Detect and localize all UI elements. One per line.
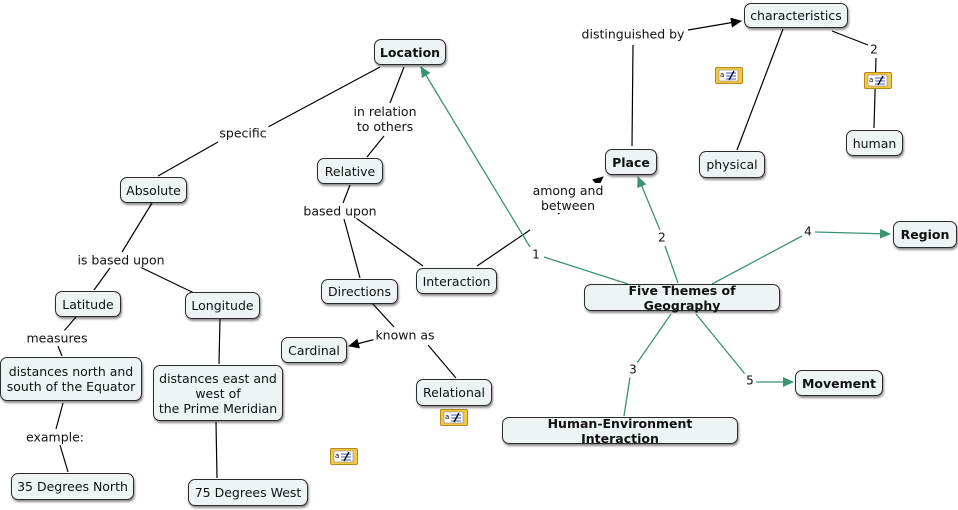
node-distances-north-south[interactable]: distances north and south of the Equator <box>0 357 142 401</box>
node-absolute[interactable]: Absolute <box>120 177 187 203</box>
svg-text:a: a <box>445 413 449 421</box>
node-characteristics[interactable]: characteristics <box>744 3 848 28</box>
link-specific-absolute <box>157 141 219 177</box>
note-icon[interactable]: a <box>715 67 743 84</box>
link-measures-distns <box>57 345 63 357</box>
link-longitude-distew <box>218 317 221 365</box>
link-two-human <box>873 57 877 129</box>
link-absolute-isbased <box>121 202 153 253</box>
node-movement[interactable]: Movement <box>795 370 883 396</box>
link-basedupon-interaction <box>355 217 424 267</box>
label-theme-5: 5 <box>744 373 756 389</box>
link-isbased-longitude <box>139 266 195 294</box>
node-distances-east-west[interactable]: distances east and west of the Prime Mer… <box>153 365 283 421</box>
link-knownas-relational <box>427 344 457 379</box>
link-two-place <box>637 176 661 231</box>
link-basedupon-directions <box>343 218 361 279</box>
svg-text:a: a <box>720 71 724 79</box>
svg-text:a: a <box>869 76 873 84</box>
node-human-environment[interactable]: Human-Environment Interaction <box>502 416 738 446</box>
label-theme-4: 4 <box>802 224 814 240</box>
label-two-characteristics: 2 <box>868 42 880 58</box>
label-example: example: <box>23 429 87 445</box>
link-latitude-measures <box>63 316 77 332</box>
node-interaction[interactable]: Interaction <box>416 268 497 294</box>
link-interaction-among <box>476 229 531 267</box>
label-based-upon: based upon <box>301 203 379 219</box>
node-directions[interactable]: Directions <box>321 279 398 304</box>
node-75-degrees-west[interactable]: 75 Degrees West <box>188 479 308 506</box>
node-human[interactable]: human <box>846 130 903 156</box>
label-theme-3: 3 <box>627 362 639 378</box>
note-icon[interactable]: a <box>330 448 358 465</box>
link-one-location <box>420 66 531 248</box>
node-location[interactable]: Location <box>374 39 446 65</box>
note-icon[interactable]: a <box>864 72 892 89</box>
node-35-degrees-north[interactable]: 35 Degrees North <box>11 473 134 500</box>
link-distew-degwest <box>215 421 218 479</box>
node-physical[interactable]: physical <box>699 151 765 178</box>
link-five-four <box>711 235 803 285</box>
label-distinguished-by: distinguished by <box>579 26 687 42</box>
link-three-humanenv <box>623 376 631 417</box>
label-known-as: known as <box>373 327 437 343</box>
link-distns-example <box>55 402 64 430</box>
link-four-region <box>814 228 891 239</box>
label-in-relation: in relation to others <box>351 104 419 134</box>
link-location-inrelation <box>389 66 405 104</box>
label-measures: measures <box>24 330 90 346</box>
label-specific: specific <box>217 125 269 141</box>
link-location-specific <box>267 66 381 128</box>
link-characteristics-two <box>831 30 869 46</box>
node-place[interactable]: Place <box>605 149 657 175</box>
link-characteristics-physical <box>736 28 784 151</box>
note-icon[interactable]: a <box>440 409 468 426</box>
node-latitude[interactable]: Latitude <box>55 291 121 317</box>
link-place-distinguished <box>631 44 634 147</box>
link-example-degnorth <box>59 444 69 473</box>
link-relative-basedupon <box>342 184 351 204</box>
node-relational[interactable]: Relational <box>416 379 492 406</box>
link-inrelation-relative <box>366 135 385 158</box>
link-five-five <box>695 313 746 375</box>
link-directions-knownas <box>371 302 395 328</box>
label-among-between: among and between <box>530 183 606 213</box>
label-theme-1: 1 <box>530 247 542 263</box>
link-five-three <box>636 313 672 364</box>
link-distinguished-characteristics <box>687 17 742 31</box>
node-relative[interactable]: Relative <box>317 158 383 184</box>
label-is-based-upon: is based upon <box>75 252 167 268</box>
link-five-two <box>664 245 679 284</box>
node-longitude[interactable]: Longitude <box>185 292 260 319</box>
label-theme-2: 2 <box>656 230 668 246</box>
node-region[interactable]: Region <box>893 221 957 248</box>
link-five-one <box>543 256 629 285</box>
svg-text:a: a <box>335 452 339 460</box>
node-cardinal[interactable]: Cardinal <box>281 337 347 363</box>
node-five-themes[interactable]: Five Themes of Geography <box>584 283 780 313</box>
link-isbased-latitude <box>93 267 111 291</box>
